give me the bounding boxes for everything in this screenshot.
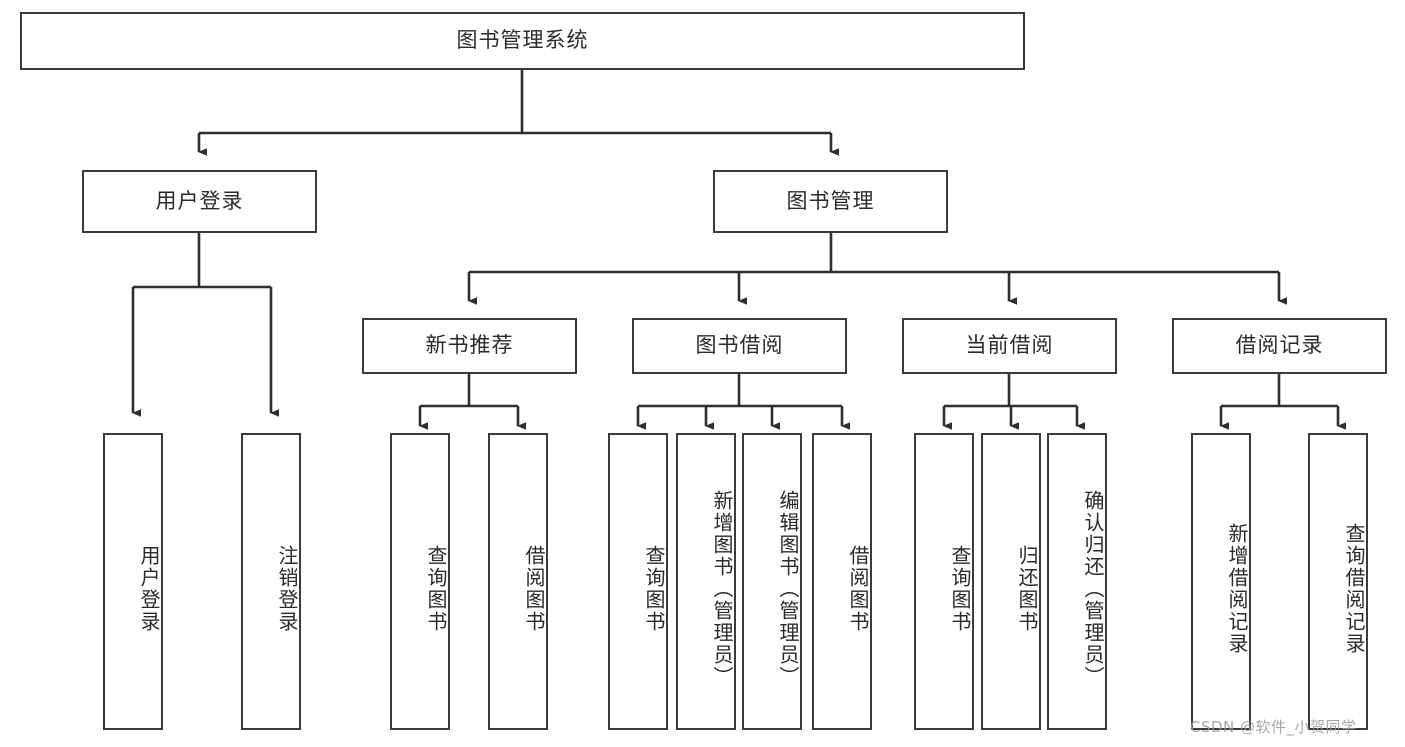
leaf-query-book-current[interactable]: 查询图书 xyxy=(914,433,974,730)
leaf-add-borrow-record[interactable]: 新增借阅记录 xyxy=(1191,433,1251,730)
node-label: 查询借阅记录 xyxy=(1342,522,1366,655)
node-label: 归还图书 xyxy=(1015,544,1039,633)
leaf-user-login[interactable]: 用户登录 xyxy=(103,433,163,730)
node-current-borrow[interactable]: 当前借阅 xyxy=(902,318,1117,374)
leaf-query-borrow-record[interactable]: 查询借阅记录 xyxy=(1308,433,1368,730)
node-label: 确认归还（管理员） xyxy=(1081,489,1105,688)
leaf-logout[interactable]: 注销登录 xyxy=(241,433,301,730)
node-root-book-management-system[interactable]: 图书管理系统 xyxy=(20,12,1025,70)
node-label: 查询图书 xyxy=(424,544,448,633)
node-label: 查询图书 xyxy=(948,544,972,633)
node-new-book-recommend[interactable]: 新书推荐 xyxy=(362,318,577,374)
node-label: 借阅图书 xyxy=(846,544,870,633)
node-book-management[interactable]: 图书管理 xyxy=(713,170,948,233)
node-label: 注销登录 xyxy=(275,544,299,633)
node-label: 新增借阅记录 xyxy=(1225,522,1249,655)
node-label: 新书推荐 xyxy=(425,333,514,358)
leaf-return-book[interactable]: 归还图书 xyxy=(981,433,1041,730)
node-label: 图书管理系统 xyxy=(456,28,589,53)
leaf-query-book-new-recommend[interactable]: 查询图书 xyxy=(390,433,450,730)
leaf-edit-book-admin[interactable]: 编辑图书（管理员） xyxy=(742,433,802,730)
node-label: 新增图书（管理员） xyxy=(710,489,734,688)
node-book-borrow[interactable]: 图书借阅 xyxy=(632,318,847,374)
node-user-login[interactable]: 用户登录 xyxy=(82,170,317,233)
node-label: 用户登录 xyxy=(137,544,161,633)
csdn-watermark: CSDN @软件_小贺同学 xyxy=(1190,718,1357,736)
leaf-query-book-borrow[interactable]: 查询图书 xyxy=(608,433,668,730)
node-label: 图书借阅 xyxy=(695,333,784,358)
node-label: 编辑图书（管理员） xyxy=(776,489,800,688)
node-label: 图书管理 xyxy=(786,188,875,213)
leaf-borrow-book[interactable]: 借阅图书 xyxy=(812,433,872,730)
node-label: 借阅记录 xyxy=(1235,333,1324,358)
leaf-borrow-book-new-recommend[interactable]: 借阅图书 xyxy=(488,433,548,730)
leaf-add-book-admin[interactable]: 新增图书（管理员） xyxy=(676,433,736,730)
node-label: 查询图书 xyxy=(642,544,666,633)
node-label: 用户登录 xyxy=(155,188,244,213)
leaf-confirm-return-admin[interactable]: 确认归还（管理员） xyxy=(1047,433,1107,730)
node-label: 借阅图书 xyxy=(522,544,546,633)
node-label: 当前借阅 xyxy=(965,333,1054,358)
node-borrow-record[interactable]: 借阅记录 xyxy=(1172,318,1387,374)
